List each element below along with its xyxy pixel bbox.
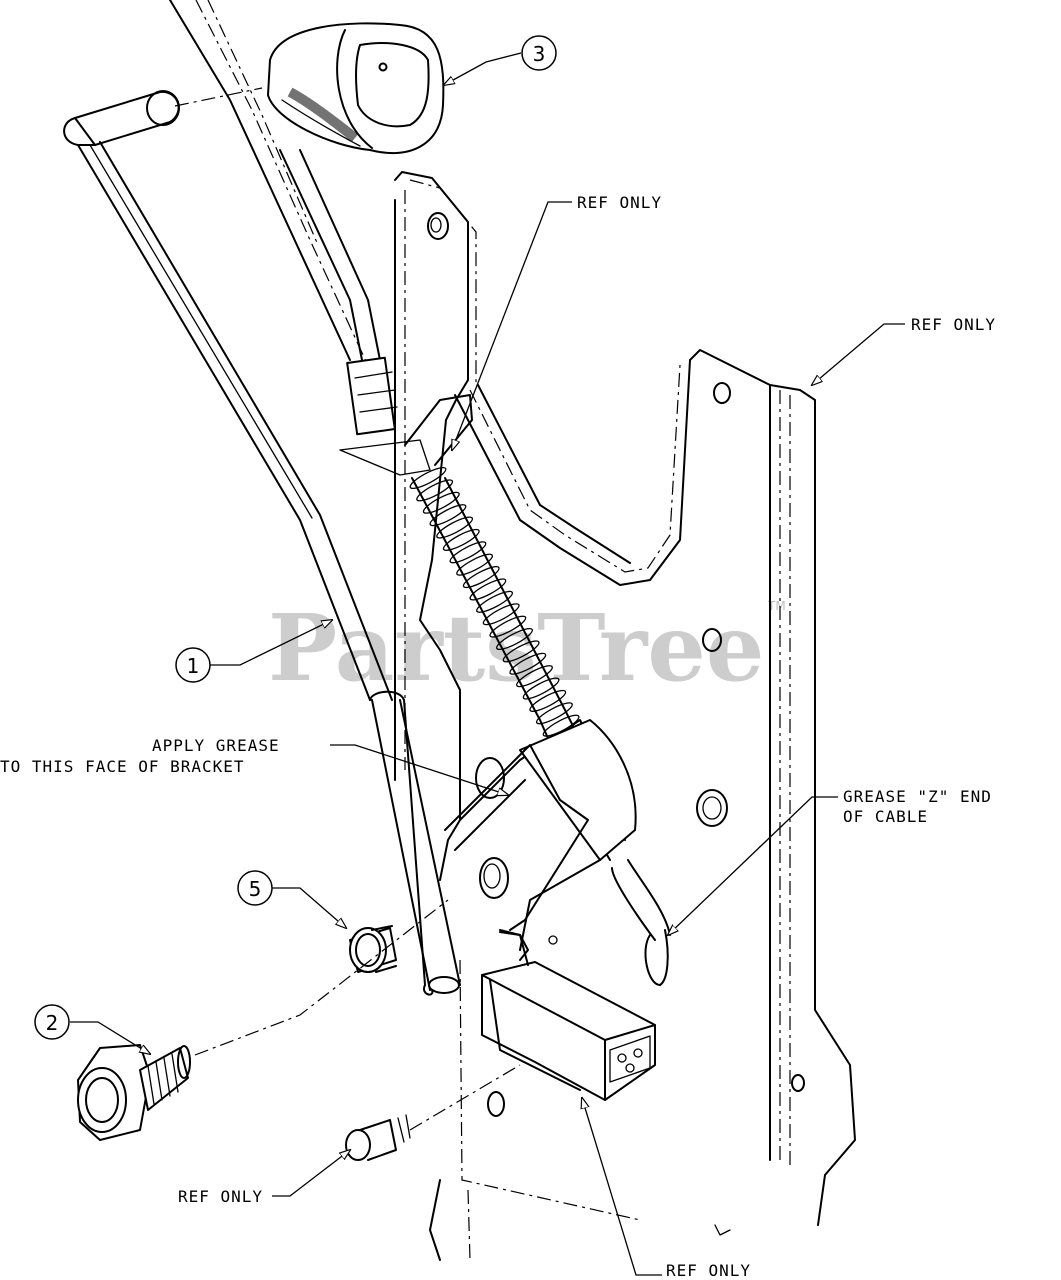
boot-ring — [456, 553, 494, 576]
callout-3: 3 — [521, 35, 557, 71]
boot-ring — [436, 516, 474, 539]
grip-centerline — [174, 87, 263, 107]
boot-ring — [496, 627, 533, 651]
mount-grommet — [696, 789, 728, 827]
callout-3-number: 3 — [533, 42, 546, 66]
boot-ring — [522, 677, 560, 700]
boot-ring — [515, 665, 553, 688]
bracket-hole-bottom — [487, 1091, 505, 1117]
boot-ring — [416, 479, 454, 502]
screw-centerline — [409, 1064, 521, 1131]
label-grease-z-2: OF CABLE — [843, 807, 928, 826]
right-mount-bracket — [454, 349, 856, 1236]
callout-1-number: 1 — [187, 654, 200, 678]
boot-ring — [409, 466, 447, 490]
boot-ring — [489, 615, 527, 638]
callout-2: 2 — [34, 1004, 70, 1040]
bolt-centerline — [194, 899, 449, 1056]
cable-bracket-arm — [444, 744, 589, 931]
boot-ring — [462, 566, 500, 589]
boot-ring — [429, 504, 467, 527]
bracket-hole-top — [427, 212, 449, 240]
mount-hole-top — [713, 382, 731, 404]
boot-ring — [542, 714, 580, 737]
cable-assembly — [279, 149, 671, 986]
watermark-trademark: TM — [767, 599, 786, 613]
label-ref-only-switch: REF ONLY — [666, 1261, 751, 1280]
label-grease-z-1: GREASE "Z" END — [843, 787, 992, 806]
mount-hole-mid — [702, 628, 722, 652]
boot-ring — [502, 640, 540, 663]
part-5-spacer — [349, 925, 397, 973]
part-2-bolt — [77, 1044, 191, 1141]
boot-ring — [482, 603, 520, 626]
label-ref-only-screw: REF ONLY — [178, 1187, 263, 1206]
bracket-pivot-hole — [479, 857, 509, 899]
callout-1: 1 — [175, 647, 211, 683]
boot-ring — [422, 491, 460, 514]
frame-left-plate — [169, 0, 641, 1261]
callout-5: 5 — [237, 870, 273, 906]
part-3-grip — [267, 22, 445, 154]
callout-5-number: 5 — [249, 877, 262, 901]
watermark: PartsTree TM — [268, 594, 786, 702]
leaders — [70, 52, 905, 1276]
callout-2-number: 2 — [46, 1011, 59, 1035]
boot-ring — [469, 578, 507, 601]
label-apply-grease-1: APPLY GREASE — [152, 736, 280, 755]
label-apply-grease-2: TO THIS FACE OF BRACKET — [0, 757, 245, 776]
mount-hole-low — [791, 1074, 805, 1092]
boot-ring — [442, 528, 480, 551]
bracket-hole-grease — [475, 757, 505, 799]
label-ref-only-cable: REF ONLY — [577, 193, 662, 212]
boot-ring — [535, 702, 573, 725]
part-1-lever-handle — [63, 90, 461, 996]
boot-ring — [509, 652, 547, 675]
boot-ring — [529, 689, 567, 712]
handle-end-cap — [146, 90, 180, 126]
label-ref-only-mount: REF ONLY — [911, 315, 996, 334]
inner-bracket — [394, 171, 621, 1117]
boot-ring — [449, 541, 487, 564]
switch-box — [481, 931, 656, 1101]
boot-ring — [476, 590, 514, 613]
screw — [345, 1114, 411, 1161]
